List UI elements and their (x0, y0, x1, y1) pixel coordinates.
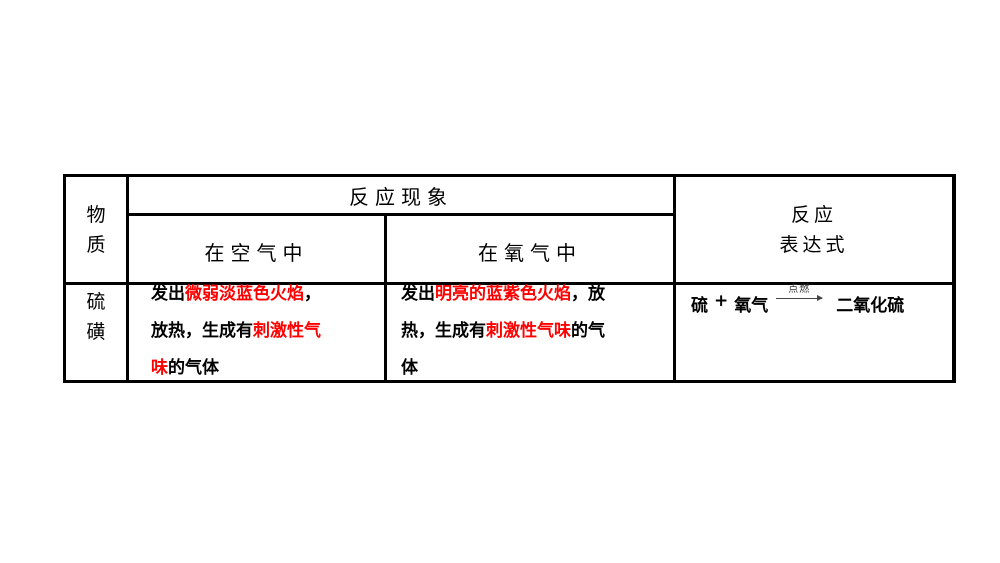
table-border-right (952, 174, 956, 383)
divider-expression (673, 174, 676, 383)
substance-line2: 磺 (86, 321, 106, 343)
air-line-2: 放热，生成有刺激性气 (151, 313, 381, 350)
header-in-air-label: 在空气中 (204, 240, 309, 265)
text-highlight: 刺激性气 (253, 321, 321, 341)
header-phenomenon: 反应现象 (129, 177, 673, 213)
text-highlight: 刺激性气味 (486, 321, 571, 341)
arrow-right-icon (776, 295, 824, 301)
oxygen-line-1: 发出明亮的蓝紫色火焰，放 (401, 276, 671, 313)
text-black: 体 (401, 358, 418, 378)
cell-reaction-expression: 硫 + 氧气 点燃 二氧化硫 (691, 284, 905, 316)
divider-header-body (63, 282, 956, 285)
combustion-table: 物 质 反应现象 在空气中 在氧气中 反应 表达式 硫 磺 发出微弱淡蓝色火焰，… (63, 174, 956, 383)
header-substance-line1: 物 (86, 203, 106, 226)
reactant-sulfur: 硫 (691, 296, 708, 316)
divider-phenomenon-sub (126, 213, 676, 216)
oxygen-line-2: 热，生成有刺激性气味的气 (401, 313, 671, 350)
reaction-arrow: 点燃 (776, 284, 824, 301)
condition-ignite: 点燃 (788, 284, 811, 295)
text-black: 放热，生成有 (151, 321, 253, 341)
table-border-top (63, 174, 956, 177)
plus-sign: + (714, 291, 729, 311)
text-black: 发出 (401, 284, 435, 304)
table-border-bottom (63, 380, 956, 383)
header-expression-line1: 反应 (790, 203, 837, 226)
text-highlight: 明亮的蓝紫色火焰 (435, 284, 571, 304)
header-phenomenon-label: 反应现象 (349, 184, 453, 209)
text-black: 的气体 (168, 358, 219, 378)
header-in-oxygen: 在氧气中 (387, 216, 673, 282)
oxygen-line-3: 体 (401, 350, 671, 387)
header-expression: 反应 表达式 (676, 177, 952, 282)
air-line-1: 发出微弱淡蓝色火焰， (151, 276, 381, 313)
header-expression-line2: 表达式 (779, 233, 849, 256)
divider-substance (126, 174, 129, 383)
header-in-air: 在空气中 (129, 216, 384, 282)
table-border-left (63, 174, 66, 383)
substance-line1: 硫 (86, 291, 106, 313)
header-substance: 物 质 (66, 177, 126, 282)
header-in-oxygen-label: 在氧气中 (478, 240, 582, 265)
reactant-oxygen: 氧气 (734, 296, 769, 316)
cell-substance-sulfur: 硫 磺 (66, 285, 126, 345)
text-highlight: 味 (151, 358, 168, 378)
air-line-3: 味的气体 (151, 350, 381, 387)
header-substance-line2: 质 (86, 233, 106, 256)
text-highlight: 微弱淡蓝色火焰 (185, 284, 304, 304)
text-black: ， (304, 284, 321, 304)
cell-in-oxygen-description: 发出明亮的蓝紫色火焰，放 热，生成有刺激性气味的气 体 (401, 276, 671, 387)
text-black: ，放 (571, 284, 605, 304)
product-sulfur-dioxide: 二氧化硫 (836, 296, 905, 316)
text-black: 热，生成有 (401, 321, 486, 341)
text-black: 发出 (151, 284, 185, 304)
divider-air-oxygen (384, 214, 387, 383)
cell-in-air-description: 发出微弱淡蓝色火焰， 放热，生成有刺激性气 味的气体 (151, 276, 381, 387)
text-black: 的气 (571, 321, 605, 341)
